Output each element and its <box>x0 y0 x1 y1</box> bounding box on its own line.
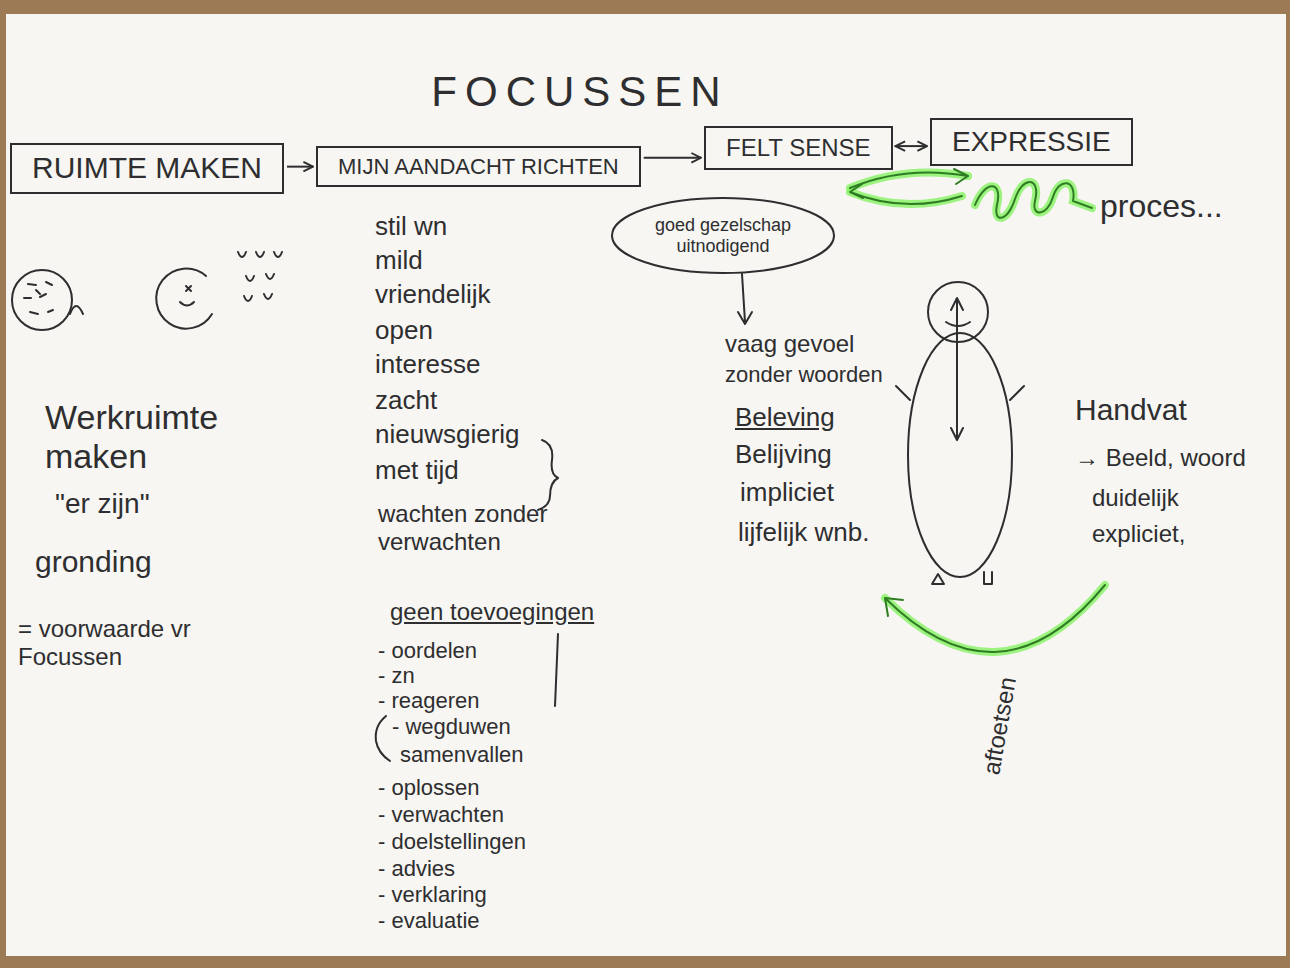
note-text: lijfelijk wnb. <box>738 518 870 548</box>
node-text: goed gezelschap uitnodigend <box>651 215 796 256</box>
note-text: - oplossen <box>378 775 480 800</box>
note-text: expliciet, <box>1092 520 1185 548</box>
flow-arrow <box>896 145 928 147</box>
note-text: Handvat <box>1075 393 1187 428</box>
note-text: vaag gevoel <box>725 330 854 358</box>
face-scribble <box>24 282 83 314</box>
process-arrow <box>850 169 968 188</box>
note-text: Werkruimte maken <box>45 398 245 476</box>
note-text: vriendelijk <box>375 280 491 310</box>
note-text: impliciet <box>740 478 834 508</box>
note-text: wachten zonder verwachten <box>378 500 658 555</box>
divider-line <box>555 634 558 706</box>
note-text: "er zijn" <box>55 488 150 520</box>
note-text: gronding <box>35 545 152 580</box>
process-arrow <box>850 184 962 204</box>
figure-body <box>908 333 1012 577</box>
note-text: → Beeld, woord <box>1075 444 1246 472</box>
note-text: - oordelen <box>378 638 477 663</box>
face-detail <box>180 286 194 306</box>
note-text: met tijd <box>375 456 459 486</box>
note-text: - doelstellingen <box>378 829 526 854</box>
note-ellipse: goed gezelschap uitnodigend <box>610 196 836 275</box>
node-text: RUIMTE MAKEN <box>32 151 262 186</box>
figure-mouth <box>946 322 970 326</box>
curly-bracket <box>538 440 558 510</box>
step-box: MIJN AANDACHT RICHTEN <box>316 146 641 187</box>
face-sketch <box>12 270 72 330</box>
note-text: aftoetsen <box>977 675 1021 777</box>
note-text: - evaluatie <box>378 908 480 933</box>
note-text: interesse <box>375 350 481 380</box>
note-text: = voorwaarde vr Focussen <box>18 615 233 670</box>
node-text: FELT SENSE <box>726 134 871 162</box>
figure-inner-arrow <box>951 298 963 440</box>
step-box: FELT SENSE <box>704 126 893 170</box>
round-bracket <box>376 716 390 761</box>
note-text: mild <box>375 246 423 276</box>
highlight-loops <box>975 182 1092 218</box>
note-text: - verklaring <box>378 882 487 907</box>
note-text: Belijving <box>735 440 832 470</box>
note-text: stil wn <box>375 212 447 242</box>
flow-arrow <box>644 157 701 159</box>
note-text: Beleving <box>735 403 835 433</box>
node-text: EXPRESSIE <box>952 126 1111 158</box>
figure-feet <box>932 572 992 584</box>
diagram-title: FOCUSSEN <box>330 68 830 116</box>
step-box: EXPRESSIE <box>930 118 1133 166</box>
highlight-arc <box>885 585 1105 652</box>
paper-sheet <box>6 14 1286 956</box>
note-text: - reageren <box>378 688 480 713</box>
note-text: samenvallen <box>400 742 524 767</box>
note-text: zacht <box>375 386 437 416</box>
note-text: zonder woorden <box>725 362 883 387</box>
feedback-arrow <box>885 585 1105 652</box>
note-text: - zn <box>378 663 415 688</box>
process-loops <box>975 182 1092 218</box>
face-sketch <box>156 269 212 329</box>
highlight-arrow <box>850 172 968 188</box>
note-text: open <box>375 316 433 346</box>
note-text: geen toevoegingen <box>390 598 594 626</box>
note-text: proces... <box>1100 188 1223 225</box>
step-box: RUIMTE MAKEN <box>10 143 284 194</box>
ellipse-outline <box>612 198 834 273</box>
note-text: duidelijk <box>1092 484 1179 512</box>
leader-arrow <box>738 274 752 324</box>
figure-arms <box>896 386 1024 400</box>
u-marks <box>238 252 282 301</box>
note-text: - verwachten <box>378 802 504 827</box>
flow-arrow <box>287 166 313 168</box>
note-text: nieuwsgierig <box>375 420 520 450</box>
note-text: - wegduwen <box>392 714 511 739</box>
node-text: MIJN AANDACHT RICHTEN <box>338 154 619 179</box>
note-text: - advies <box>378 856 455 881</box>
